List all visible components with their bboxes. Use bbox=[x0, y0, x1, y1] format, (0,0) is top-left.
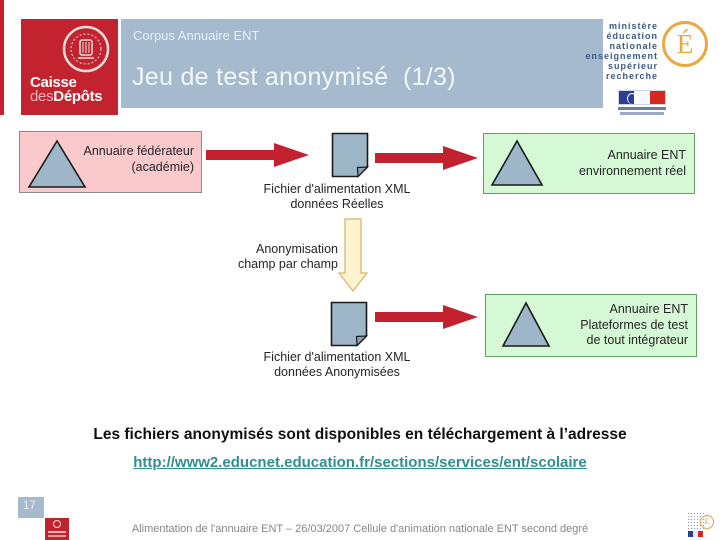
env-test-line1: Annuaire ENT bbox=[609, 302, 688, 316]
file-anon-label: Fichier d'alimentation XML données Anony… bbox=[237, 350, 437, 380]
footer-credit: Alimentation de l'annuaire ENT – 26/03/2… bbox=[131, 523, 589, 535]
federator-label-line2: (académie) bbox=[131, 160, 194, 174]
ministry-line: enseignement bbox=[585, 51, 658, 61]
page-number: 17 bbox=[23, 500, 36, 512]
ministry-wordmark: ministère éducation nationale enseigneme… bbox=[520, 21, 658, 81]
file-anon-line1: Fichier d'alimentation XML bbox=[263, 350, 411, 364]
annuaire-triangle-icon bbox=[490, 139, 544, 186]
flag-caption-bar bbox=[620, 112, 664, 115]
env-test-label: Annuaire ENT Plateformes de test de tout… bbox=[580, 302, 688, 349]
download-sentence: Les fichiers anonymisés sont disponibles… bbox=[93, 426, 627, 443]
env-real-line1: Annuaire ENT bbox=[607, 148, 686, 162]
env-real-line2: environnement réel bbox=[578, 164, 686, 178]
federator-box: Annuaire fédérateur (académie) bbox=[19, 131, 202, 193]
breadcrumb: Corpus Annuaire ENT bbox=[133, 28, 260, 43]
file-real-line2: données Réelles bbox=[290, 197, 384, 211]
ministry-line: éducation bbox=[606, 31, 658, 41]
annuaire-triangle-icon bbox=[501, 301, 551, 347]
caisse-des-depots-emblem-icon bbox=[62, 25, 110, 73]
env-test-box: Annuaire ENT Plateformes de test de tout… bbox=[485, 294, 697, 357]
ministry-mini-e-icon: É bbox=[700, 515, 714, 529]
ministry-e-icon: É bbox=[662, 21, 708, 67]
env-test-line3: de tout intégrateur bbox=[586, 333, 688, 347]
caisse-des-depots-logo: Caisse desDépôts bbox=[21, 19, 118, 115]
left-accent-bar bbox=[0, 0, 4, 115]
caisse-logo-text: Caisse desDépôts bbox=[30, 74, 103, 105]
anonymisation-line1: Anonymisation bbox=[256, 242, 338, 256]
french-flag-mini-icon bbox=[688, 531, 703, 537]
page-title: Jeu de test anonymisé (1/3) bbox=[132, 63, 456, 91]
env-real-box: Annuaire ENT environnement réel bbox=[483, 133, 695, 194]
caisse-des-depots-mini-logo-icon bbox=[45, 518, 69, 540]
download-link-row: http://www2.educnet.education.fr/section… bbox=[0, 454, 720, 472]
caisse-logo-des: des bbox=[30, 88, 54, 105]
header-band: Corpus Annuaire ENT Jeu de test anonymis… bbox=[121, 19, 603, 108]
ministry-line: recherche bbox=[605, 71, 658, 81]
ministry-line: supérieur bbox=[607, 61, 658, 71]
file-real-line1: Fichier d'alimentation XML bbox=[263, 182, 411, 196]
caisse-logo-line1: Caisse bbox=[30, 74, 77, 91]
file-real-label: Fichier d'alimentation XML données Réell… bbox=[237, 182, 437, 212]
anonymisation-line2: champ par champ bbox=[237, 257, 338, 271]
env-test-line2: Plateformes de test bbox=[580, 317, 688, 332]
ministry-line: ministère bbox=[608, 21, 658, 31]
page-number-badge: 17 bbox=[18, 497, 44, 518]
anonymisation-label: Anonymisation champ par champ bbox=[178, 242, 338, 272]
caisse-logo-depots: Dépôts bbox=[53, 88, 103, 105]
annuaire-triangle-icon bbox=[27, 139, 87, 188]
ministry-line: nationale bbox=[609, 41, 658, 51]
anonymisation-arrow-icon bbox=[338, 218, 368, 293]
federator-label: Annuaire fédérateur (académie) bbox=[84, 143, 195, 175]
download-link[interactable]: http://www2.educnet.education.fr/section… bbox=[133, 454, 587, 471]
file-anon-line2: données Anonymisées bbox=[274, 365, 400, 379]
flow-arrow-icon bbox=[375, 146, 478, 170]
flag-caption-bar bbox=[618, 107, 666, 110]
xml-file-icon bbox=[330, 301, 368, 347]
ministry-logo: ministère éducation nationale enseigneme… bbox=[520, 18, 720, 118]
flow-arrow-icon bbox=[206, 143, 309, 167]
xml-file-icon bbox=[331, 132, 369, 178]
federator-label-line1: Annuaire fédérateur bbox=[83, 144, 195, 158]
flow-arrow-icon bbox=[375, 305, 478, 329]
env-real-label: Annuaire ENT environnement réel bbox=[579, 147, 686, 179]
french-flag-icon bbox=[618, 90, 666, 105]
